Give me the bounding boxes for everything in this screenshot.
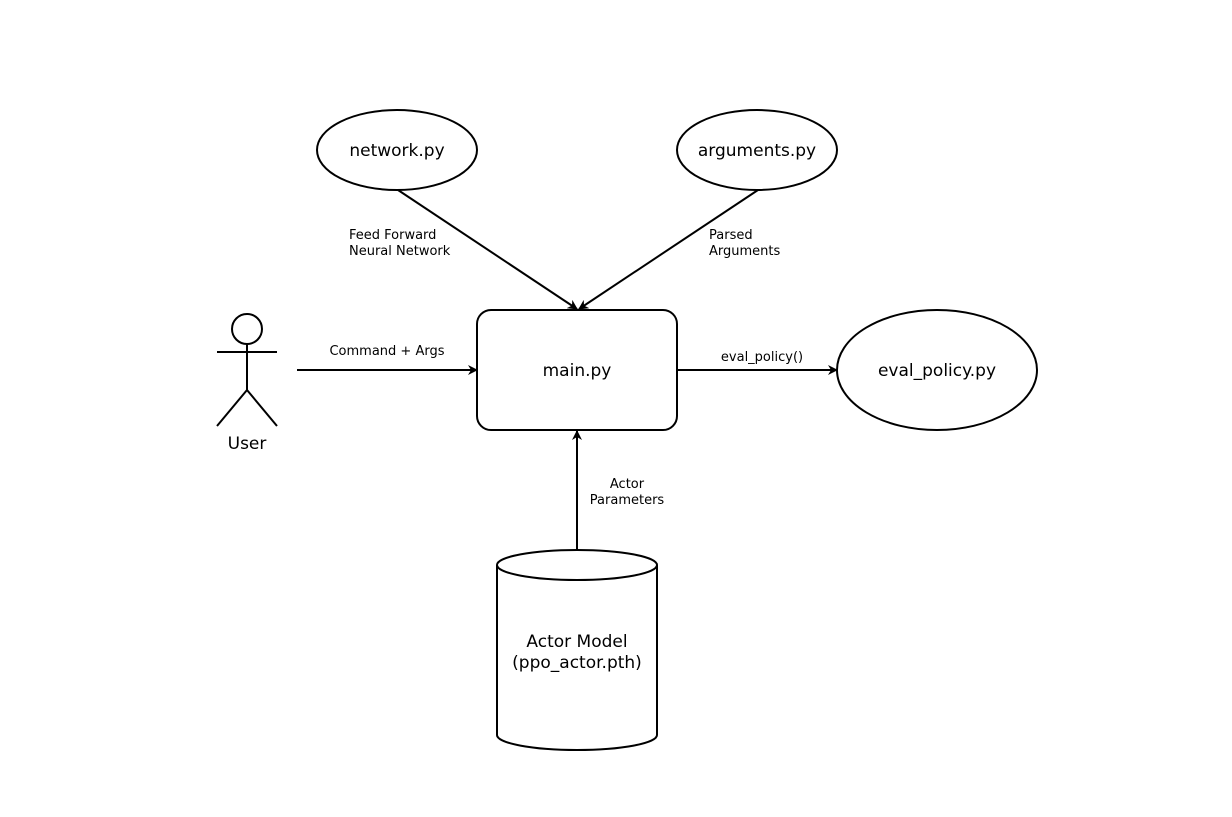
edge-arguments-to-main — [578, 189, 759, 310]
edge-label-eval-policy-call: eval_policy() — [721, 350, 803, 365]
node-network: network.py — [316, 109, 478, 191]
node-actor-model: Actor Model (ppo_actor.pth) — [496, 549, 658, 751]
main-box — [476, 309, 678, 431]
edge-label-parsed: Parsed — [709, 228, 753, 243]
node-main: main.py — [476, 309, 678, 431]
network-ellipse — [316, 109, 478, 191]
main-label: main.py — [543, 361, 612, 381]
user-left-leg — [216, 389, 248, 427]
user-label: User — [228, 434, 267, 454]
node-arguments: arguments.py — [676, 109, 838, 191]
arguments-label: arguments.py — [698, 141, 816, 161]
eval-policy-ellipse — [836, 309, 1038, 431]
node-user: User — [216, 313, 278, 454]
user-head — [231, 313, 263, 345]
edge-label-arguments: Arguments — [709, 244, 780, 259]
edge-label-neural-network: Neural Network — [349, 244, 451, 259]
actor-model-cylinder-top — [496, 549, 658, 581]
edge-network-to-main — [397, 189, 578, 310]
network-label: network.py — [349, 141, 444, 161]
edge-label-feed-forward: Feed Forward — [349, 228, 436, 243]
node-eval-policy: eval_policy.py — [836, 309, 1038, 431]
edge-label-actor: Actor — [610, 477, 645, 492]
actor-model-label-line2: (ppo_actor.pth) — [512, 653, 642, 673]
edge-label-command-args: Command + Args — [329, 344, 444, 359]
actor-model-label-line1: Actor Model — [526, 632, 627, 652]
edge-label-parameters: Parameters — [590, 493, 665, 508]
user-right-leg — [246, 389, 278, 427]
eval-policy-label: eval_policy.py — [878, 361, 996, 381]
actor-model-cylinder-body — [496, 565, 658, 751]
arguments-ellipse — [676, 109, 838, 191]
